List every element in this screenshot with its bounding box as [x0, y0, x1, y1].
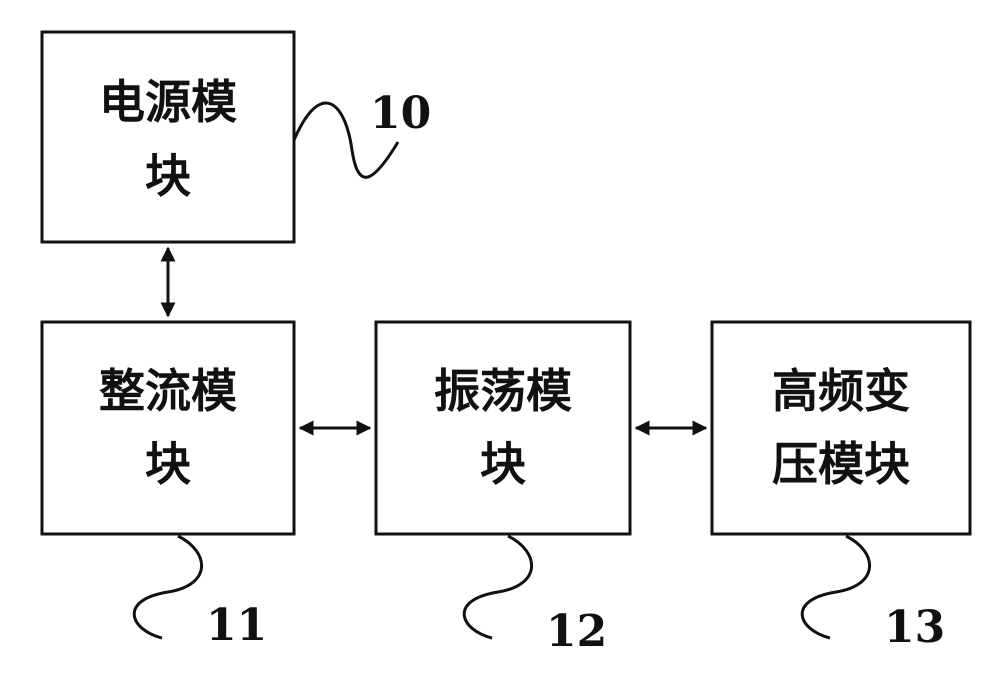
power-module-label-line1: 电源模 [99, 75, 237, 129]
oscillator-module: 振荡模 块 [374, 320, 632, 536]
rectifier-module-label-line2: 块 [145, 437, 191, 491]
lead-line-13 [800, 534, 872, 640]
ref-number-11: 11 [206, 600, 267, 651]
power-module: 电源模 块 [40, 30, 296, 244]
rectifier-module: 整流模 块 [40, 320, 296, 536]
ref-number-10: 10 [370, 88, 431, 139]
ref-number-12: 12 [546, 606, 607, 657]
oscillator-module-label-line1: 振荡模 [434, 364, 572, 418]
hf-transformer-module-label-line1: 高频变 [772, 364, 910, 418]
lead-line-11 [132, 534, 204, 640]
rectifier-module-label-line1: 整流模 [99, 364, 237, 418]
power-module-label-line2: 块 [145, 149, 191, 203]
ref-number-13: 13 [884, 602, 945, 653]
hf-transformer-module: 高频变 压模块 [710, 320, 972, 536]
lead-line-10 [292, 101, 400, 179]
hf-transformer-module-label-line2: 压模块 [772, 437, 910, 491]
lead-line-12 [462, 534, 534, 640]
oscillator-module-label-line2: 块 [480, 437, 526, 491]
